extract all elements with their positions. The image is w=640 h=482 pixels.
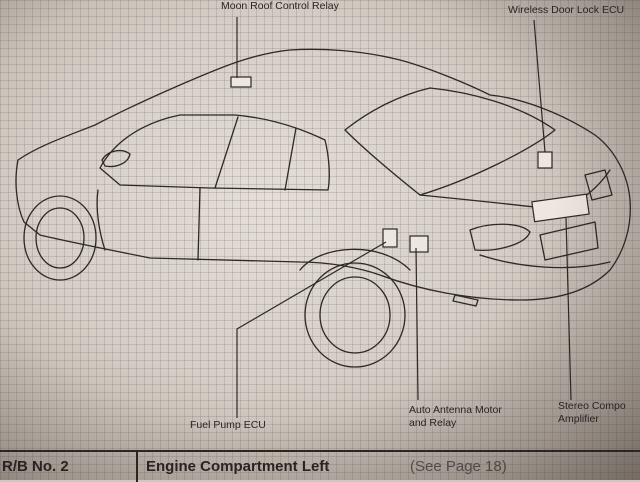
side-mirror	[101, 149, 131, 168]
front-wheel-inner	[35, 207, 85, 269]
side-reflector	[452, 294, 479, 307]
rear-wheel-inner	[319, 276, 391, 354]
section-title: Engine Compartment Left	[146, 458, 330, 475]
door-line-front	[96, 189, 106, 251]
label-fuel-pump: Fuel Pump ECU	[190, 419, 266, 431]
rear-wheel-arch	[299, 248, 411, 271]
label-antenna-line1: Auto Antenna Motor	[409, 404, 502, 416]
moon-roof-relay-box	[230, 76, 252, 88]
leader-stereo	[565, 217, 572, 401]
label-stereo: Stereo Compo Amplifier	[558, 400, 626, 426]
leader-wireless	[533, 19, 546, 153]
rb-label: R/B No. 2	[2, 458, 69, 475]
rear-bumper	[479, 254, 611, 269]
label-wireless-door: Wireless Door Lock ECU	[508, 4, 625, 16]
front-wheel	[23, 195, 97, 281]
leader-fuel-pump	[236, 241, 387, 418]
taillight	[469, 223, 531, 251]
taillight-right	[584, 169, 613, 201]
label-moon-roof: Moon Roof Control Relay	[221, 0, 339, 12]
label-antenna: Auto Antenna Motor and Relay	[409, 404, 502, 430]
footer-bar: R/B No. 2 Engine Compartment Left (See P…	[0, 450, 640, 482]
car-body-outline	[15, 48, 631, 301]
label-stereo-line1: Stereo Compo	[558, 400, 626, 412]
c-pillar	[284, 127, 297, 191]
leader-antenna	[415, 247, 419, 401]
b-pillar	[214, 116, 239, 189]
license-plate	[539, 221, 599, 261]
door-line	[197, 187, 201, 261]
label-antenna-line2: and Relay	[409, 417, 457, 429]
page-reference: (See Page 18)	[410, 458, 507, 475]
window-outline	[99, 114, 330, 191]
antenna-relay-box	[409, 235, 429, 253]
fuel-pump-ecu-box	[382, 228, 398, 248]
rear-window	[344, 87, 556, 196]
stereo-amplifier-box	[531, 193, 590, 223]
label-stereo-line2: Amplifier	[558, 413, 599, 425]
rear-wheel	[304, 262, 406, 368]
footer-divider	[136, 452, 138, 482]
wireless-door-lock-box	[537, 151, 553, 169]
